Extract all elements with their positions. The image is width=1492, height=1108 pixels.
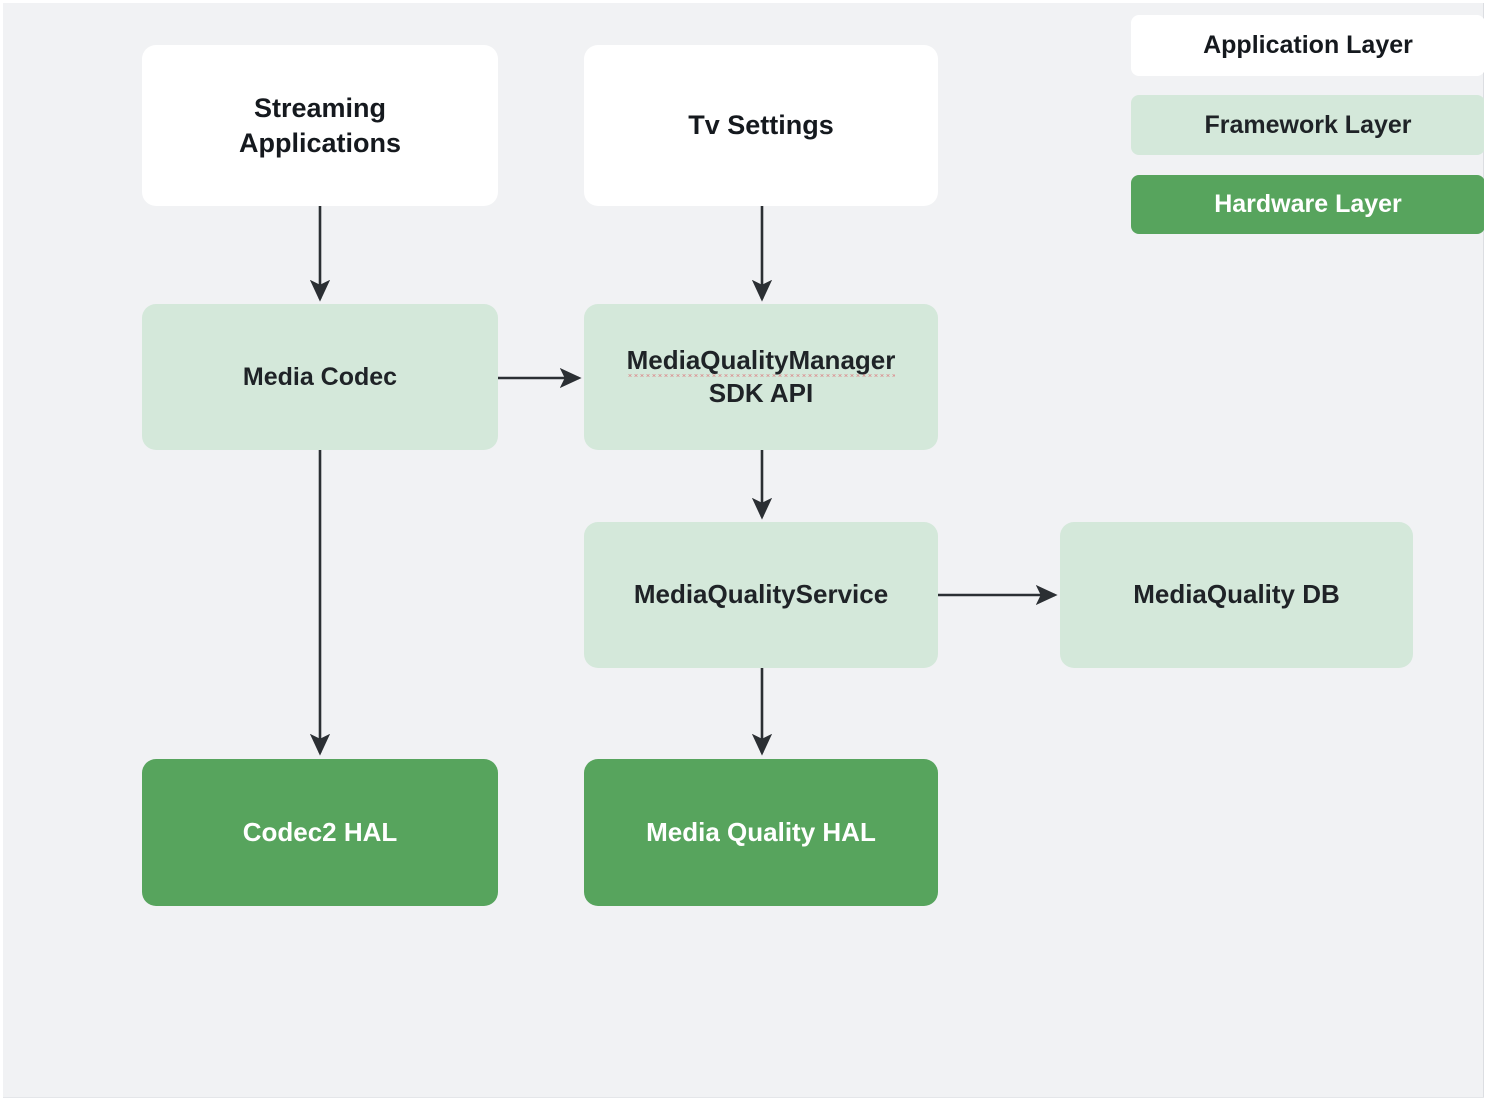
- node-streaming-applications-label-line2: Applications: [238, 127, 401, 158]
- node-mediaquality-db[interactable]: MediaQuality DB: [1060, 522, 1413, 668]
- legend-item-hardware-layer[interactable]: Hardware Layer: [1131, 175, 1484, 234]
- node-mediaqualitymanager-sdk-api-label-line1: MediaQualityManager: [626, 344, 896, 375]
- legend: Application Layer Framework Layer Hardwa…: [1131, 15, 1484, 234]
- bottom-edge-strip: [3, 1097, 1484, 1098]
- node-media-quality-hal-label: Media Quality HAL: [646, 816, 876, 847]
- node-codec2-hal-label: Codec2 HAL: [242, 816, 398, 847]
- node-tv-settings[interactable]: Tv Settings: [584, 45, 938, 206]
- node-mediaqualityservice[interactable]: MediaQualityService: [584, 522, 938, 668]
- legend-item-framework-layer[interactable]: Framework Layer: [1131, 95, 1484, 155]
- node-mediaqualitymanager-sdk-api-label-line2: SDK API: [708, 378, 814, 408]
- node-media-codec[interactable]: Media Codec: [142, 304, 498, 450]
- legend-item-hardware-layer-label: Hardware Layer: [1214, 190, 1402, 218]
- node-codec2-hal[interactable]: Codec2 HAL: [142, 759, 498, 906]
- right-edge-scrollbar-track[interactable]: [1483, 3, 1484, 1098]
- node-media-codec-label: Media Codec: [242, 363, 398, 391]
- node-tv-settings-label: Tv Settings: [688, 110, 834, 141]
- node-media-quality-hal[interactable]: Media Quality HAL: [584, 759, 938, 906]
- legend-item-framework-layer-label: Framework Layer: [1204, 110, 1412, 139]
- node-streaming-applications-label-line1: Streaming: [253, 92, 387, 123]
- node-mediaqualityservice-label: MediaQualityService: [633, 579, 889, 610]
- legend-item-application-layer-label: Application Layer: [1203, 31, 1413, 59]
- legend-item-application-layer[interactable]: Application Layer: [1131, 15, 1484, 76]
- node-mediaquality-db-label: MediaQuality DB: [1133, 579, 1340, 610]
